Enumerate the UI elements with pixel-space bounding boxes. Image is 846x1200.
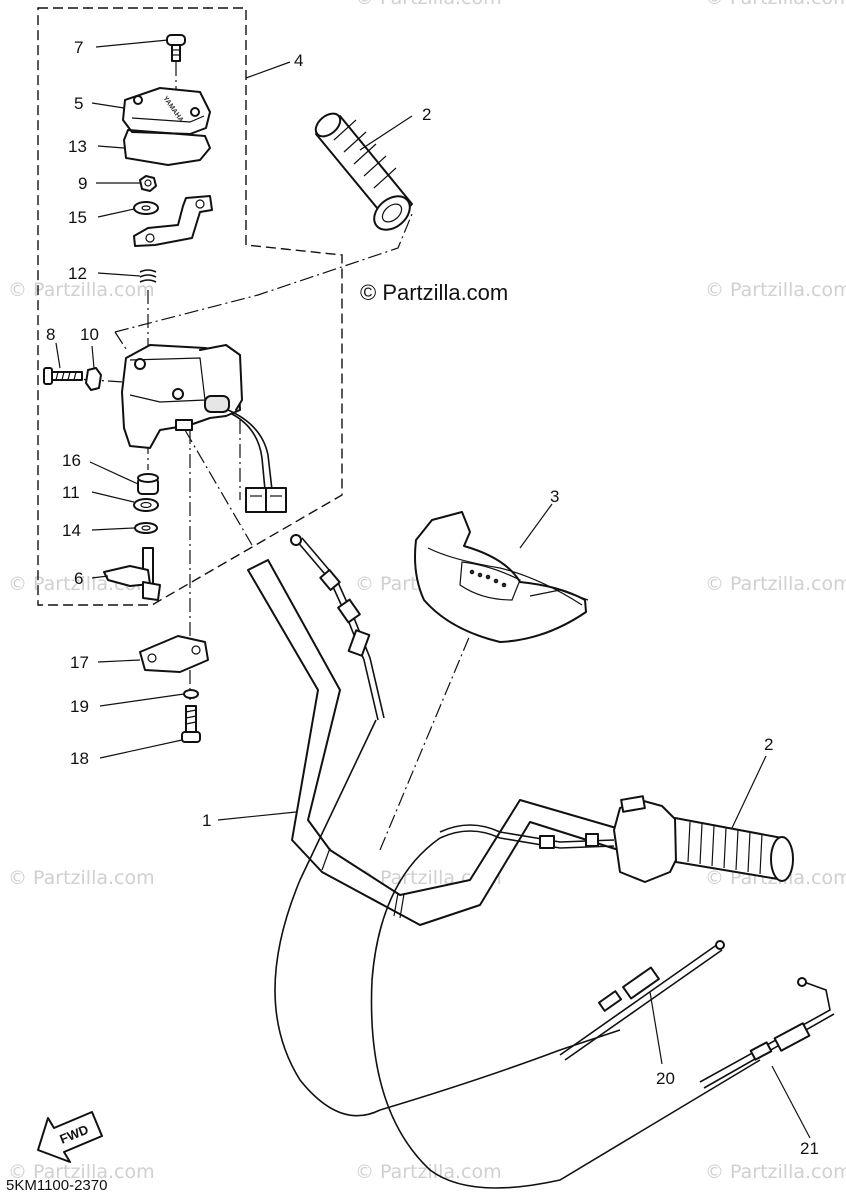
washer-part-15 — [133, 201, 159, 215]
screw-part-7 — [166, 34, 186, 62]
washer-part-11 — [133, 498, 159, 512]
callout-17: 17 — [70, 653, 89, 672]
callout-9: 9 — [78, 174, 87, 193]
grip-part-2-lower — [613, 795, 794, 883]
lock-washer-part-19 — [183, 689, 199, 699]
watermark: © Partzilla.com — [705, 279, 846, 301]
switch-cover-part-5: YAMAHA — [122, 87, 211, 135]
callout-15: 15 — [68, 208, 87, 227]
throttle-cable-upper — [290, 534, 385, 721]
nut-part-9 — [139, 175, 157, 192]
bolt-part-8 — [43, 367, 83, 385]
callout-21: 21 — [800, 1139, 819, 1158]
callout-14: 14 — [62, 521, 81, 540]
callout-5: 5 — [74, 94, 83, 113]
spring-part-12 — [139, 269, 157, 283]
bolt-part-18 — [181, 705, 201, 743]
callout-10: 10 — [80, 325, 99, 344]
callout-19: 19 — [70, 697, 89, 716]
switch-housing — [121, 344, 243, 449]
callout-7: 7 — [74, 38, 83, 57]
callout-16: 16 — [62, 451, 81, 470]
cable-part-21 — [699, 977, 835, 1089]
fwd-arrow-icon: FWD — [37, 1111, 103, 1163]
cable-part-20 — [559, 940, 725, 1061]
watermark: © Partzilla.com — [355, 0, 502, 9]
callout-2-upper: 2 — [422, 105, 431, 124]
clamp-part-17 — [139, 635, 209, 673]
diagram-code: 5KM1100-2370 — [6, 1177, 107, 1194]
callout-2-lower: 2 — [764, 735, 773, 754]
cable-routing — [274, 719, 761, 1189]
nut-part-10 — [85, 367, 102, 391]
wire-harness — [227, 409, 287, 513]
watermark: © Partzilla.com — [8, 279, 155, 301]
callout-13: 13 — [68, 137, 87, 156]
watermark: © Partzilla.com — [8, 867, 155, 889]
watermark: © Partzilla.com — [705, 1161, 846, 1183]
callout-11: 11 — [62, 483, 80, 502]
handlebar-pad-part-3 — [414, 511, 589, 643]
alignment-lines — [59, 62, 471, 851]
washer-part-14 — [134, 522, 158, 534]
bracket — [133, 195, 213, 247]
callout-6: 6 — [74, 569, 83, 588]
partzilla-watermark: © Partzilla.com — [360, 280, 508, 305]
callout-1: 1 — [202, 811, 211, 830]
callout-4: 4 — [294, 51, 303, 70]
callout-3: 3 — [550, 487, 559, 506]
collar-part-16 — [137, 473, 159, 495]
callout-20: 20 — [656, 1069, 675, 1088]
lever-pin-part-6 — [103, 547, 161, 601]
callout-8: 8 — [46, 325, 55, 344]
assembly-boundary — [37, 7, 343, 606]
callout-12: 12 — [68, 264, 87, 283]
leader-lines — [55, 39, 811, 1139]
watermark: © Partzilla.com — [705, 573, 846, 595]
gasket-part-13 — [123, 129, 211, 166]
callouts: 7 4 5 2 13 9 15 12 8 10 16 11 14 6 17 19… — [46, 38, 819, 1158]
throttle-cable-lower — [439, 824, 615, 849]
grip-part-2-upper — [314, 112, 413, 231]
callout-18: 18 — [70, 749, 89, 768]
watermark: © Partzilla.com — [705, 0, 846, 9]
watermark: © Partzilla.com — [8, 1161, 155, 1183]
watermark: © Partzilla.com — [355, 1161, 502, 1183]
